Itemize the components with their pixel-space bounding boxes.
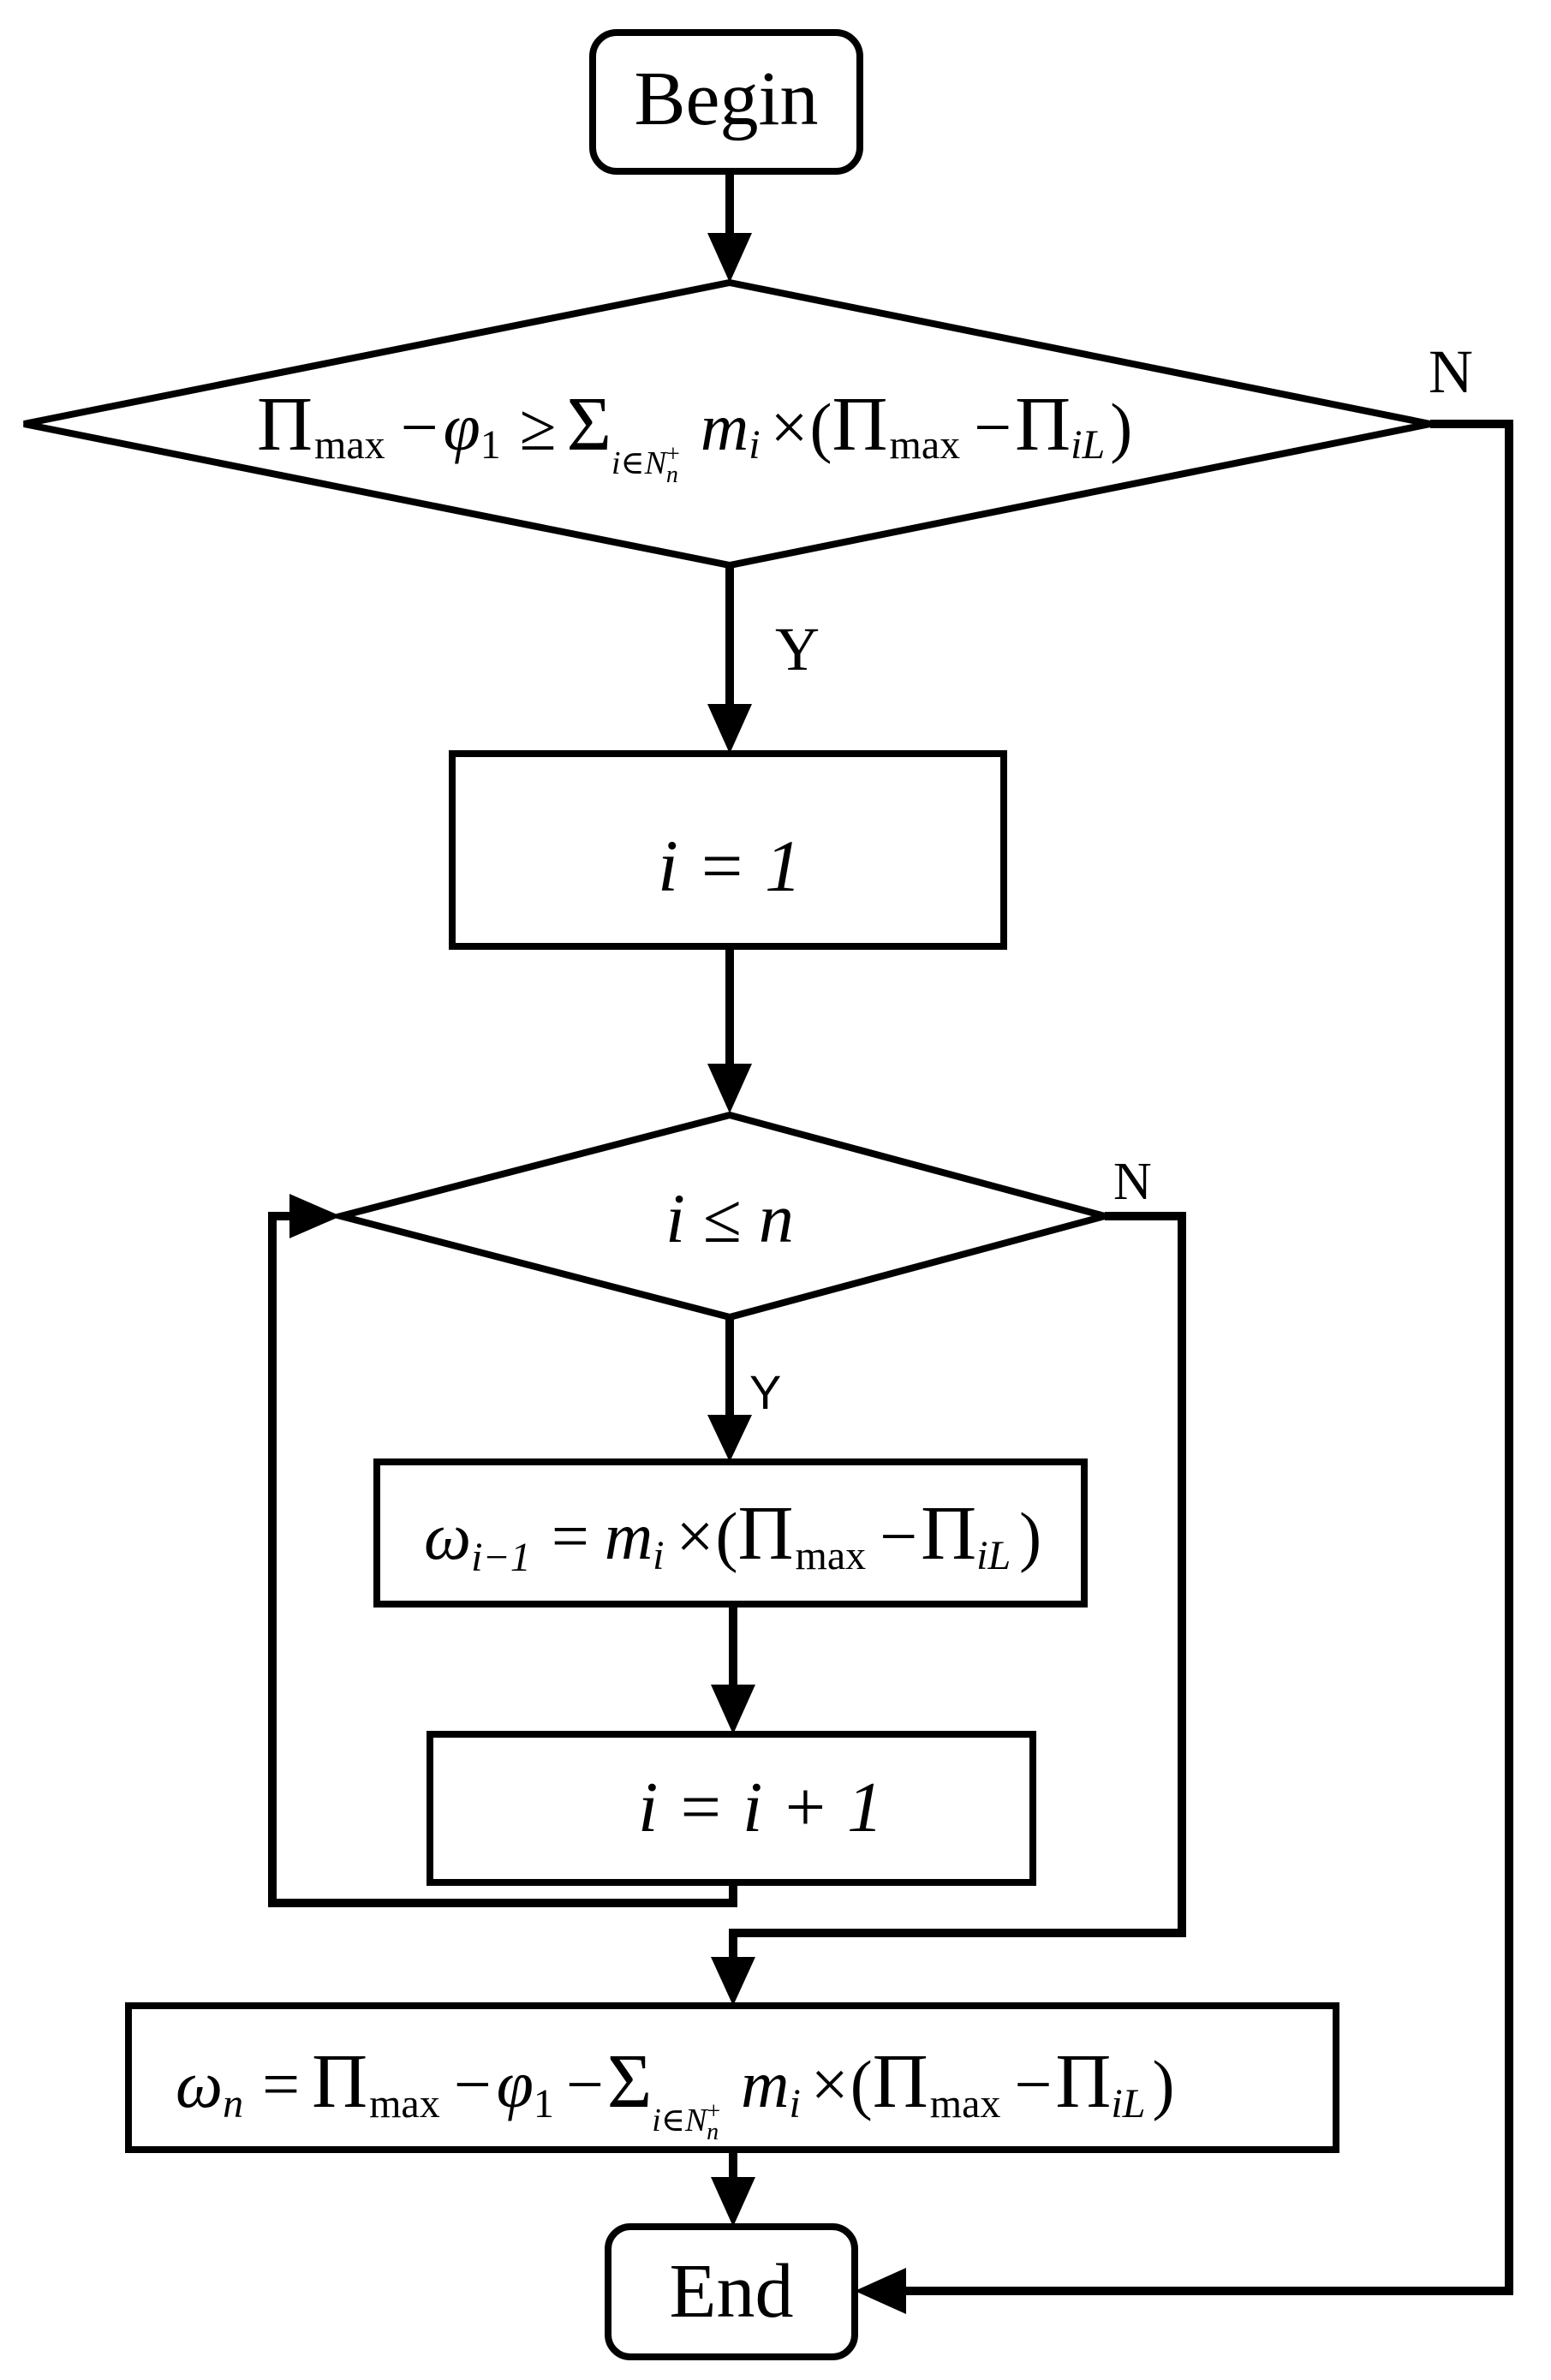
- final-formula: ωn=Πmax−φ1−Σi∈N+nmi×(Πmax−ΠiL): [176, 2039, 1174, 2145]
- connectors: [268, 171, 1513, 2314]
- loop-yes-label: Y: [749, 1365, 781, 1419]
- arrowhead: [711, 1685, 755, 1734]
- assign-formula: ωi−1=mi×(Πmax−ΠiL): [424, 1491, 1041, 1580]
- loop-exit-line: [729, 1212, 1186, 1963]
- arrowhead: [707, 1064, 752, 1113]
- assign-node: ωi−1=mi×(Πmax−ΠiL): [373, 1458, 1088, 1608]
- loop-back-line: [268, 1212, 737, 1907]
- arrowhead: [711, 1957, 755, 2006]
- increment-label: i = i + 1: [638, 1768, 883, 1847]
- cond1-no-line: [898, 420, 1513, 2295]
- arrowhead: [711, 2177, 755, 2227]
- arrowhead: [707, 1415, 752, 1462]
- loop-condition-node: i ≤ n: [327, 1111, 1119, 1321]
- arrowhead: [289, 1194, 341, 1238]
- condition-1-formula: Πmax−φ1≥Σi∈N+nmi×(Πmax−ΠiL): [257, 382, 1132, 488]
- init-node: i = 1: [449, 750, 1007, 950]
- end-node: End: [605, 2223, 858, 2360]
- cond1-no-label: N: [1429, 337, 1473, 406]
- end-label: End: [670, 2249, 794, 2334]
- loop-no-label: N: [1113, 1153, 1152, 1211]
- arrowhead: [855, 2268, 906, 2314]
- cond1-yes-label: Y: [775, 615, 820, 683]
- loop-condition-label: i ≤ n: [665, 1179, 794, 1257]
- increment-node: i = i + 1: [427, 1731, 1036, 1886]
- arrowhead: [707, 233, 752, 283]
- begin-node: Begin: [589, 29, 863, 175]
- init-label: i = 1: [658, 825, 802, 907]
- final-node: ωn=Πmax−φ1−Σi∈N+nmi×(Πmax−ΠiL): [125, 2002, 1339, 2153]
- arrowhead: [707, 704, 752, 754]
- condition-1-node: Πmax−φ1≥Σi∈N+nmi×(Πmax−ΠiL): [23, 278, 1431, 570]
- begin-label: Begin: [635, 57, 819, 141]
